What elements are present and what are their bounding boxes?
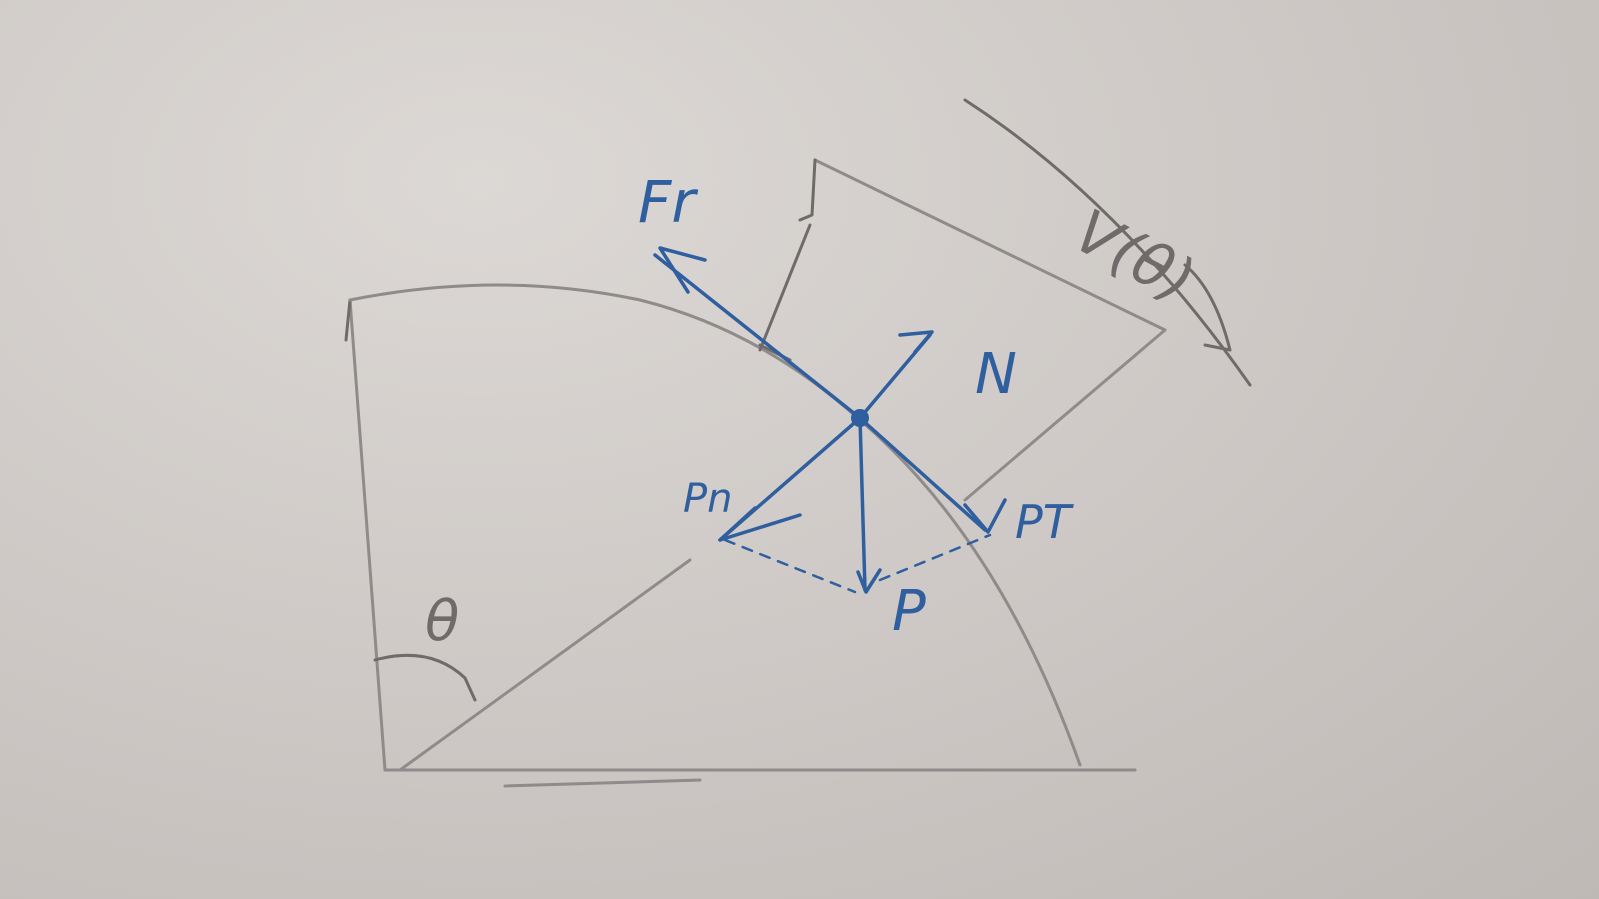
weight-tangential-vector	[858, 416, 987, 532]
weight-normal-arrowhead	[718, 506, 802, 542]
friction-vector	[653, 253, 862, 420]
velocity-arrowhead	[1183, 263, 1232, 352]
label-normal: N	[975, 342, 1017, 407]
label-weight-tangential: PT	[1015, 495, 1075, 549]
block-outline	[813, 158, 1167, 502]
weight-tangential-arrowhead	[963, 498, 1007, 534]
dashed-pn-to-p	[723, 538, 857, 594]
dashed-p-to-pt	[878, 533, 992, 582]
angle-arc	[373, 653, 477, 702]
block-left-edge	[758, 223, 812, 352]
velocity-arrow-shaft	[963, 98, 1252, 387]
friction-arrowhead	[658, 246, 707, 294]
sector-vertical-tick	[344, 298, 352, 342]
weight-arrowhead	[856, 568, 882, 594]
normal-arrowhead	[898, 330, 934, 354]
label-angle: θ	[425, 589, 459, 654]
angle-radius-line	[398, 558, 692, 772]
weight-vector	[858, 416, 867, 592]
circular-arc-track	[348, 283, 1082, 767]
block-corner-top	[798, 158, 817, 222]
label-friction: Fr	[638, 168, 698, 236]
label-weight: P	[892, 579, 926, 644]
sector-vertical-radius	[348, 298, 387, 772]
label-weight-normal: Pn	[683, 476, 732, 522]
base-line-stroke	[503, 778, 702, 788]
